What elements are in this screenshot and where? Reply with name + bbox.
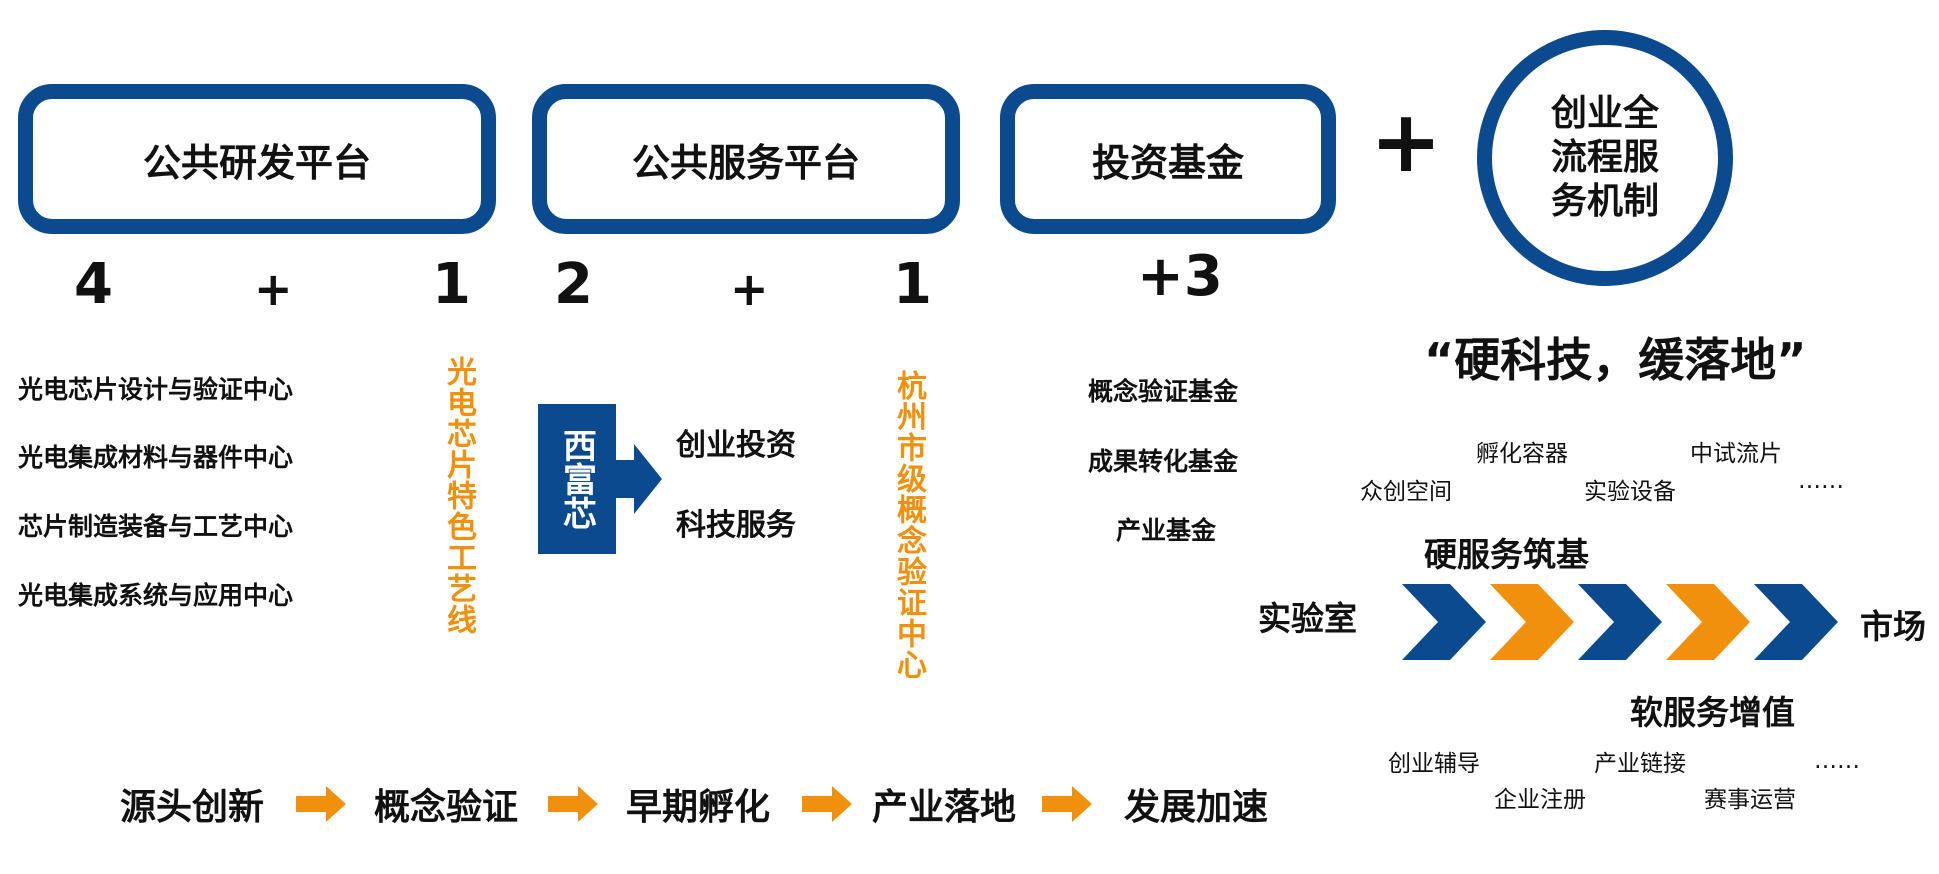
flow-chevrons-icon [1402, 584, 1838, 660]
service-plus: + [730, 262, 769, 316]
stage-arrow-icon [296, 786, 346, 822]
stage-label: 早期孵化 [626, 787, 771, 828]
stage-label: 源头创新 [120, 787, 265, 828]
fund-count: +3 [1137, 244, 1223, 309]
stage-label: 发展加速 [1124, 787, 1269, 828]
rd-platform-label: 公共研发平台 [142, 140, 371, 185]
slogan: “硬科技，缓落地” [1424, 333, 1807, 387]
rd-center-item: 光电集成材料与器件中心 [18, 443, 294, 472]
stage-arrow-icon [802, 786, 852, 822]
hard-service-item: 孵化容器 [1476, 441, 1568, 467]
fund-item: 成果转化基金 [1088, 447, 1239, 476]
hard-service-item: 实验设备 [1584, 479, 1676, 505]
mechanism-label: 创业全流程服务机制 [1550, 93, 1659, 222]
soft-service-item: 产业链接 [1594, 751, 1686, 777]
fund-item: 概念验证基金 [1088, 377, 1239, 406]
stage-label: 产业落地 [872, 787, 1017, 828]
rd-plus: + [254, 262, 293, 316]
stage-label: 概念验证 [374, 787, 519, 828]
rd-count-left: 4 [74, 252, 113, 317]
hard-service-title: 硬服务筑基 [1424, 535, 1589, 574]
fund-box: 投资基金 [1000, 84, 1336, 234]
stage-arrow-icon [548, 786, 598, 822]
hard-service-item: 中试流片 [1690, 441, 1782, 467]
rd-count-right: 1 [432, 252, 471, 317]
rd-center-item: 光电芯片设计与验证中心 [18, 375, 294, 404]
rd-platform-box: 公共研发平台 [18, 84, 496, 234]
hard-service-item: 众创空间 [1360, 479, 1452, 505]
service-item: 创业投资 [676, 428, 796, 463]
soft-service-item: 企业注册 [1494, 787, 1586, 813]
flow-start-label: 实验室 [1258, 599, 1357, 638]
join-plus: + [1370, 92, 1443, 192]
service-count-left: 2 [554, 252, 593, 317]
fund-label: 投资基金 [1091, 140, 1244, 185]
rd-center-item: 芯片制造装备与工艺中心 [18, 512, 294, 541]
soft-service-item: 创业辅导 [1388, 751, 1480, 777]
soft-service-item: …… [1814, 748, 1860, 774]
flow-end-label: 市场 [1860, 607, 1926, 646]
fund-item: 产业基金 [1116, 516, 1217, 545]
service-platform-label: 公共服务平台 [631, 140, 860, 185]
soft-service-item: 赛事运营 [1704, 787, 1796, 813]
xifu-arrow-icon [616, 444, 662, 514]
service-platform-box: 公共服务平台 [532, 84, 960, 234]
service-count-right: 1 [893, 252, 932, 317]
soft-service-title: 软服务增值 [1630, 693, 1795, 732]
service-center: 杭州市级概念验证中心 [891, 370, 926, 680]
hard-service-item: …… [1798, 468, 1844, 494]
rd-center-item: 光电集成系统与应用中心 [18, 581, 294, 610]
stage-arrow-icon [1042, 786, 1092, 822]
xifu-label: 西富芯 [538, 404, 616, 554]
rd-special-line: 光电芯片特色工艺线 [441, 356, 476, 635]
mechanism-circle: 创业全流程服务机制 [1477, 30, 1733, 286]
service-item: 科技服务 [676, 508, 796, 543]
